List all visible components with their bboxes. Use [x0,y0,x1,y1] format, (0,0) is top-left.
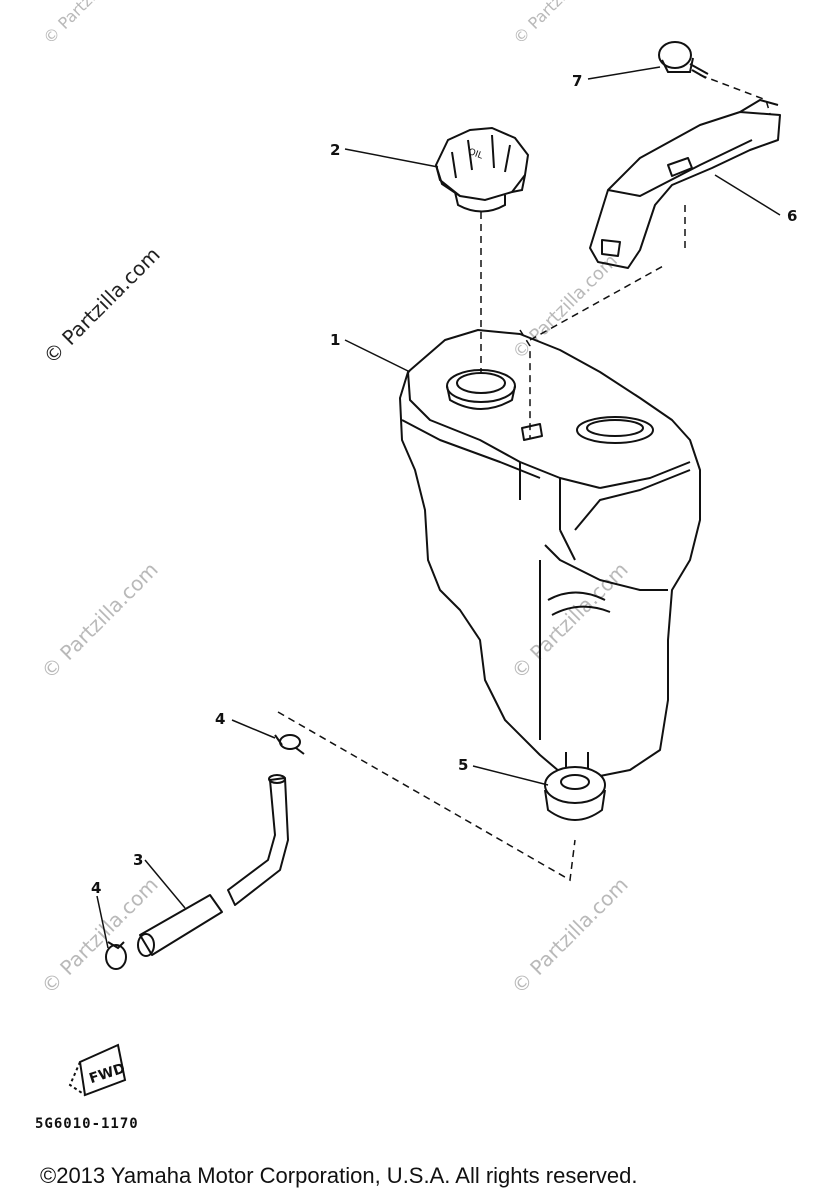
part-label-4-lower: 4 [91,879,101,897]
copyright-notice: ©2013 Yamaha Motor Corporation, U.S.A. A… [40,1163,638,1188]
part-label-5: 5 [458,756,468,774]
hose [137,774,289,957]
tank-cap: OIL [434,126,530,213]
watermark-dark: © Partzilla.com [39,242,165,368]
cap-marking: OIL [467,147,484,161]
fwd-indicator: FWD [68,1043,127,1097]
part-labels: 1 2 3 4 4 5 6 7 [91,72,797,897]
tank-stay [589,99,781,269]
part-label-6: 6 [787,207,797,225]
part-label-4-upper: 4 [215,710,225,728]
clip-upper [274,734,305,755]
part-label-2: 2 [330,141,340,159]
assembly-lines [277,74,771,882]
watermark-center: © Partzilla.com [509,250,622,363]
watermark-low-right: © Partzilla.com [507,872,633,998]
part-label-3: 3 [133,851,143,869]
leader-lines [96,66,781,949]
drawing-code: 5G6010-1170 [35,1116,139,1132]
watermark-top-left: © Partzilla.com [39,0,140,48]
bolt [658,41,709,79]
watermark-top-right: © Partzilla.com [509,0,610,48]
watermark-mid-right: © Partzilla.com [507,557,633,683]
oil-tank [399,329,701,785]
clip-lower [105,941,127,970]
watermark-mid-left: © Partzilla.com [37,557,163,683]
part-label-1: 1 [330,331,340,349]
grommet [544,766,606,821]
part-label-7: 7 [572,72,582,90]
